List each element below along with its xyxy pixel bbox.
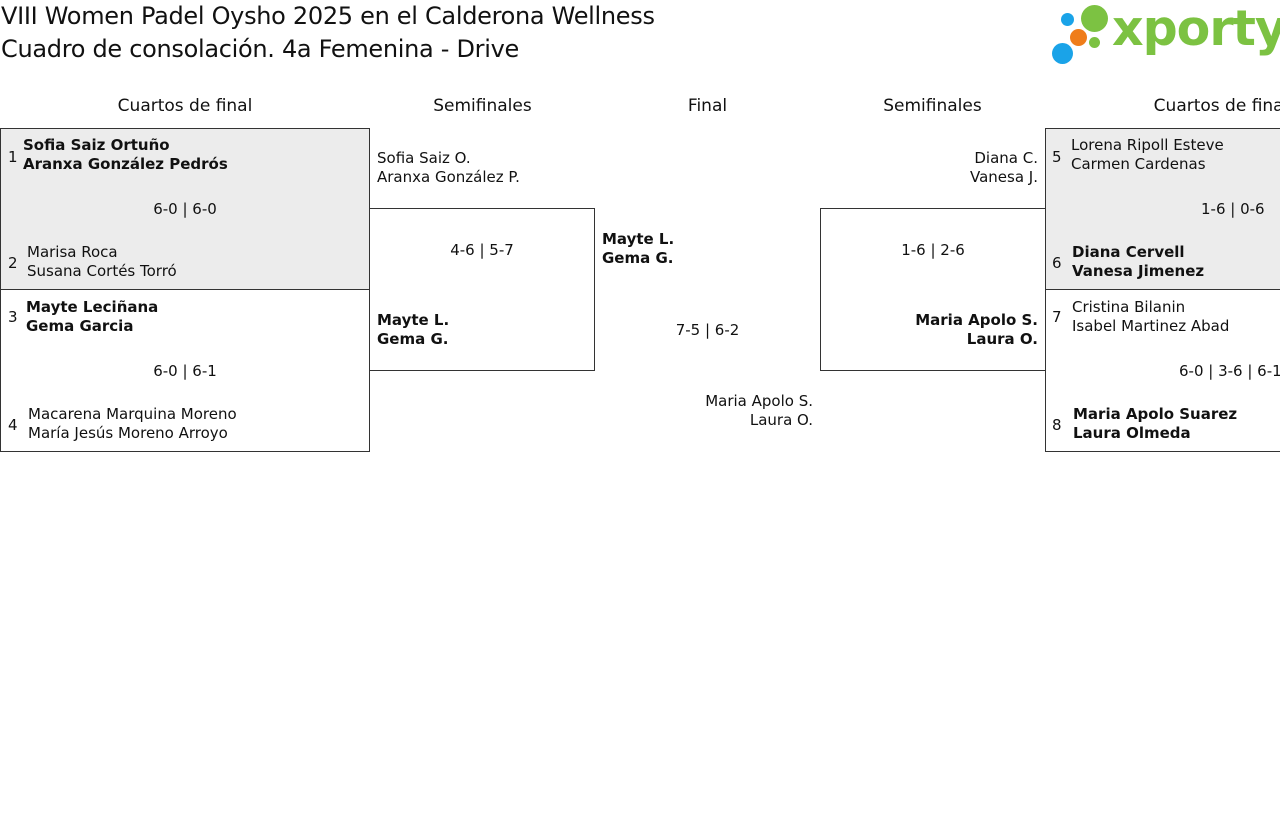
seed-number: 5 bbox=[1052, 148, 1062, 166]
seed-number: 2 bbox=[8, 254, 18, 272]
player-name: Vanesa J. bbox=[970, 168, 1038, 186]
team-macarena-maria[interactable]: Macarena Marquina Moreno María Jesús Mor… bbox=[28, 405, 237, 443]
seed-number: 3 bbox=[8, 308, 18, 326]
header-final: Final bbox=[687, 96, 728, 116]
player-name: Isabel Martinez Abad bbox=[1072, 317, 1230, 335]
player-name: Laura O. bbox=[966, 330, 1038, 348]
player-name: Sofia Saiz Ortuño bbox=[23, 136, 170, 154]
player-name: Susana Cortés Torró bbox=[27, 262, 177, 280]
sf-right-match[interactable]: 1-6 | 2-6 Maria Apolo S. Laura O. bbox=[820, 208, 1046, 371]
sf-left-top-team[interactable]: Sofia Saiz O. Aranxa González P. bbox=[377, 149, 520, 187]
player-name: Gema Garcia bbox=[26, 317, 134, 335]
logo-dot-orange bbox=[1070, 29, 1087, 46]
player-name: María Jesús Moreno Arroyo bbox=[28, 424, 228, 442]
logo-dot-green bbox=[1081, 5, 1108, 32]
header-qf-right: Cuartos de final bbox=[1153, 96, 1280, 116]
final-top-team[interactable]: Mayte L. Gema G. bbox=[602, 230, 674, 268]
player-name: Diana Cervell bbox=[1072, 243, 1185, 261]
player-name: Lorena Ripoll Esteve bbox=[1071, 136, 1224, 154]
player-name: Carmen Cardenas bbox=[1071, 155, 1206, 173]
player-name: Gema G. bbox=[377, 330, 449, 348]
xporty-logo[interactable]: xporty bbox=[1052, 0, 1280, 68]
player-name: Mayte L. bbox=[602, 230, 675, 248]
match-score: 6-0 | 6-1 bbox=[153, 362, 217, 380]
team-cristina-isabel[interactable]: Cristina Bilanin Isabel Martinez Abad bbox=[1072, 298, 1229, 336]
team-sofia-aranxa[interactable]: Sofia Saiz Ortuño Aranxa González Pedrós bbox=[23, 136, 228, 174]
final-bottom-team[interactable]: Maria Apolo S. Laura O. bbox=[640, 392, 813, 430]
team-maria-laura[interactable]: Maria Apolo Suarez Laura Olmeda bbox=[1073, 405, 1237, 443]
player-name: Sofia Saiz O. bbox=[377, 149, 471, 167]
player-name: Marisa Roca bbox=[27, 243, 118, 261]
page-subtitle: Cuadro de consolación. 4a Femenina - Dri… bbox=[1, 35, 519, 63]
logo-dot-green-small bbox=[1089, 37, 1100, 48]
qf-match-1[interactable]: 1 Sofia Saiz Ortuño Aranxa González Pedr… bbox=[0, 128, 370, 290]
player-name: Macarena Marquina Moreno bbox=[28, 405, 237, 423]
seed-number: 4 bbox=[8, 416, 18, 434]
player-name: Maria Apolo S. bbox=[705, 392, 813, 410]
player-name: Laura Olmeda bbox=[1073, 424, 1191, 442]
seed-number: 7 bbox=[1052, 308, 1062, 326]
header-sf-right: Semifinales bbox=[883, 96, 982, 116]
header-qf-left: Cuartos de final bbox=[117, 96, 253, 116]
sf-right-bottom-team[interactable]: Maria Apolo S. Laura O. bbox=[831, 311, 1038, 349]
player-name: Mayte L. bbox=[377, 311, 450, 329]
qf-match-4[interactable]: 7 Cristina Bilanin Isabel Martinez Abad … bbox=[1045, 289, 1280, 452]
team-lorena-carmen[interactable]: Lorena Ripoll Esteve Carmen Cardenas bbox=[1071, 136, 1224, 174]
seed-number: 8 bbox=[1052, 416, 1062, 434]
final-score: 7-5 | 6-2 bbox=[675, 321, 740, 339]
player-name: Diana C. bbox=[974, 149, 1038, 167]
player-name: Laura O. bbox=[749, 411, 813, 429]
seed-number: 6 bbox=[1052, 254, 1062, 272]
qf-match-3[interactable]: 5 Lorena Ripoll Esteve Carmen Cardenas 1… bbox=[1045, 128, 1280, 290]
player-name: Mayte Leciñana bbox=[26, 298, 159, 316]
match-score: 4-6 | 5-7 bbox=[450, 241, 514, 259]
player-name: Cristina Bilanin bbox=[1072, 298, 1186, 316]
page-title: VIII Women Padel Oysho 2025 en el Calder… bbox=[1, 2, 655, 30]
logo-dot-blue bbox=[1061, 13, 1074, 26]
match-score: 6-0 | 3-6 | 6-10 bbox=[1179, 362, 1280, 380]
sf-left-bottom-team[interactable]: Mayte L. Gema G. bbox=[377, 311, 449, 349]
logo-dot-blue-large bbox=[1052, 43, 1073, 64]
seed-number: 1 bbox=[8, 148, 18, 166]
qf-match-2[interactable]: 3 Mayte Leciñana Gema Garcia 6-0 | 6-1 4… bbox=[0, 289, 370, 452]
team-mayte-gema[interactable]: Mayte Leciñana Gema Garcia bbox=[26, 298, 158, 336]
player-name: Maria Apolo S. bbox=[915, 311, 1038, 329]
player-name: Maria Apolo Suarez bbox=[1073, 405, 1238, 423]
logo-wordmark: xporty bbox=[1112, 0, 1280, 57]
sf-left-match[interactable]: 4-6 | 5-7 Mayte L. Gema G. bbox=[369, 208, 595, 371]
match-score: 1-6 | 0-6 bbox=[1201, 200, 1265, 218]
team-marisa-susana[interactable]: Marisa Roca Susana Cortés Torró bbox=[27, 243, 177, 281]
player-name: Aranxa González P. bbox=[377, 168, 520, 186]
player-name: Aranxa González Pedrós bbox=[23, 155, 228, 173]
player-name: Vanesa Jimenez bbox=[1072, 262, 1205, 280]
sf-right-top-team[interactable]: Diana C. Vanesa J. bbox=[838, 149, 1038, 187]
header-sf-left: Semifinales bbox=[433, 96, 532, 116]
team-diana-vanesa[interactable]: Diana Cervell Vanesa Jimenez bbox=[1072, 243, 1204, 281]
player-name: Gema G. bbox=[602, 249, 674, 267]
match-score: 6-0 | 6-0 bbox=[153, 200, 217, 218]
match-score: 1-6 | 2-6 bbox=[901, 241, 965, 259]
